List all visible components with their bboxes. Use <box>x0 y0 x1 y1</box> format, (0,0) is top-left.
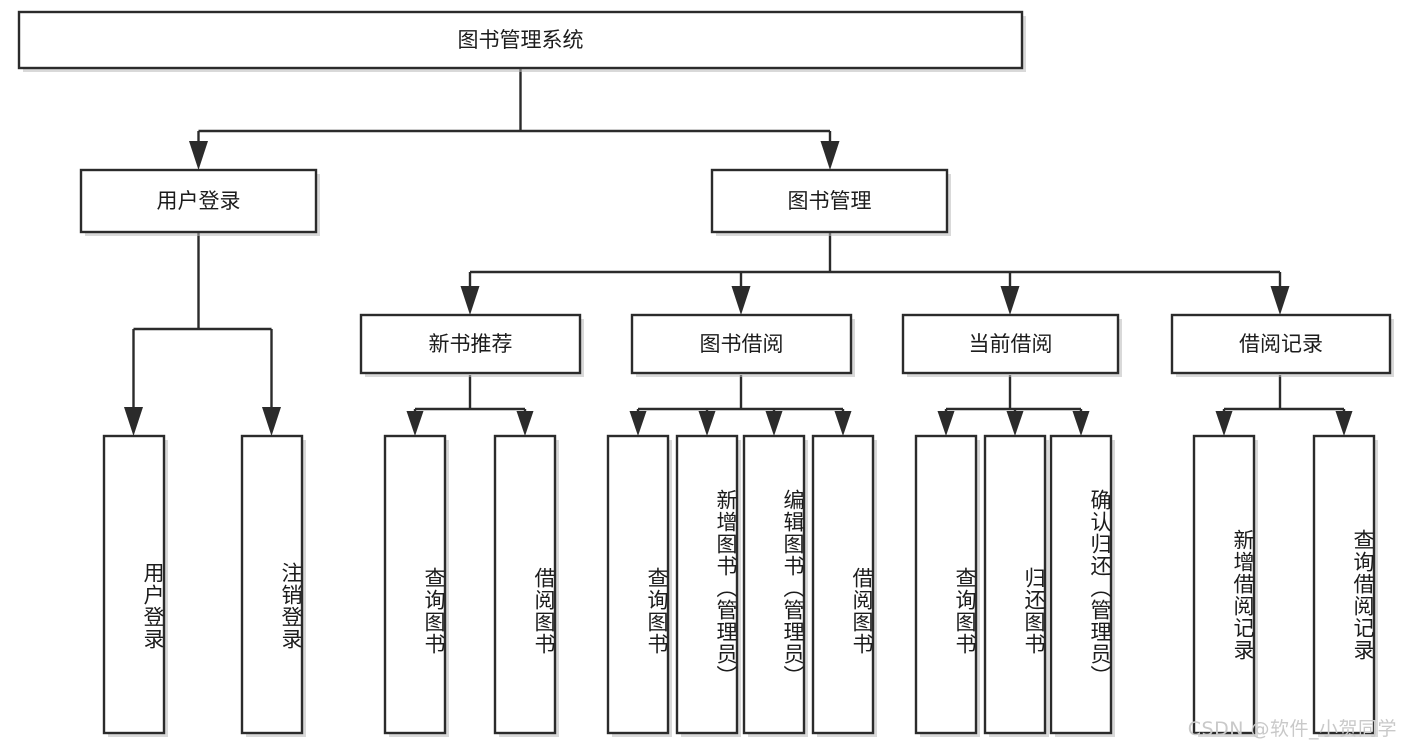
leaf-add-record-box[interactable] <box>1192 434 1256 735</box>
leaf-query-book-2-box[interactable] <box>606 434 670 735</box>
node-book-borrow[interactable]: 图书借阅 <box>630 313 855 377</box>
arrowhead-leaf-query-book-2 <box>629 411 647 436</box>
arrowhead-leaf-query-book-3 <box>937 411 955 436</box>
node-book-management[interactable]: 图书管理 <box>710 168 951 236</box>
leaf-add-book-box[interactable] <box>675 434 739 735</box>
current-borrow-box[interactable] <box>901 313 1120 375</box>
leaf-query-book-3-box[interactable] <box>914 434 978 735</box>
borrow-record-label: 借阅记录 <box>1239 332 1323 356</box>
node-current-borrow[interactable]: 当前借阅 <box>901 313 1122 377</box>
arrowhead-leaf-logout <box>262 407 281 436</box>
node-user-login[interactable]: 用户登录 <box>79 168 320 236</box>
arrowhead-leaf-return-book <box>1006 411 1024 436</box>
leaf-logout-box[interactable] <box>240 434 304 735</box>
arrowhead-leaf-add-book <box>698 411 716 436</box>
leaf-query-record-box[interactable] <box>1312 434 1376 735</box>
arrowhead-leaf-add-record <box>1215 411 1233 436</box>
connector-group <box>124 68 1353 436</box>
current-borrow-label: 当前借阅 <box>969 332 1053 356</box>
leaf-return-book-box[interactable] <box>983 434 1047 735</box>
arrowhead-borrow-record <box>1270 286 1290 315</box>
leaf-edit-book-box[interactable] <box>742 434 806 735</box>
node-root[interactable]: 图书管理系统 <box>17 10 1026 72</box>
watermark: CSDN @软件_小贺同学 <box>1187 718 1397 740</box>
node-new-book-recommend[interactable]: 新书推荐 <box>359 313 584 377</box>
user-login-box[interactable] <box>79 168 318 234</box>
arrowhead-leaf-borrow-book-2 <box>834 411 852 436</box>
arrowhead-book-management <box>820 141 840 170</box>
book-borrow-box[interactable] <box>630 313 853 375</box>
root-box[interactable] <box>17 10 1024 70</box>
arrowhead-leaf-edit-book <box>765 411 783 436</box>
leaf-box-group <box>102 434 1378 737</box>
new-book-recommend-box[interactable] <box>359 313 582 375</box>
leaf-borrow-book-1-box[interactable] <box>493 434 557 735</box>
user-login-label: 用户登录 <box>157 189 241 213</box>
arrowhead-leaf-confirm-return <box>1072 411 1090 436</box>
leaf-query-book-1-box[interactable] <box>383 434 447 735</box>
arrowhead-leaf-query-record <box>1335 411 1353 436</box>
new-book-recommend-label: 新书推荐 <box>429 332 513 356</box>
root-label: 图书管理系统 <box>458 28 584 52</box>
arrowhead-leaf-query-book-1 <box>406 411 424 436</box>
book-management-box[interactable] <box>710 168 949 234</box>
book-borrow-label: 图书借阅 <box>700 332 784 356</box>
arrowhead-user-login <box>189 141 208 170</box>
arrowhead-leaf-borrow-book-1 <box>516 411 534 436</box>
borrow-record-box[interactable] <box>1170 313 1392 375</box>
arrowhead-current-borrow <box>1000 286 1020 315</box>
node-borrow-record[interactable]: 借阅记录 <box>1170 313 1394 377</box>
arrowhead-leaf-user-login <box>124 407 143 436</box>
book-management-label: 图书管理 <box>788 189 872 213</box>
leaf-confirm-return-box[interactable] <box>1049 434 1113 735</box>
arrowhead-new-book-recommend <box>460 286 480 315</box>
arrowhead-book-borrow <box>731 286 751 315</box>
leaf-user-login-box[interactable] <box>102 434 166 735</box>
leaf-borrow-book-2-box[interactable] <box>811 434 875 735</box>
